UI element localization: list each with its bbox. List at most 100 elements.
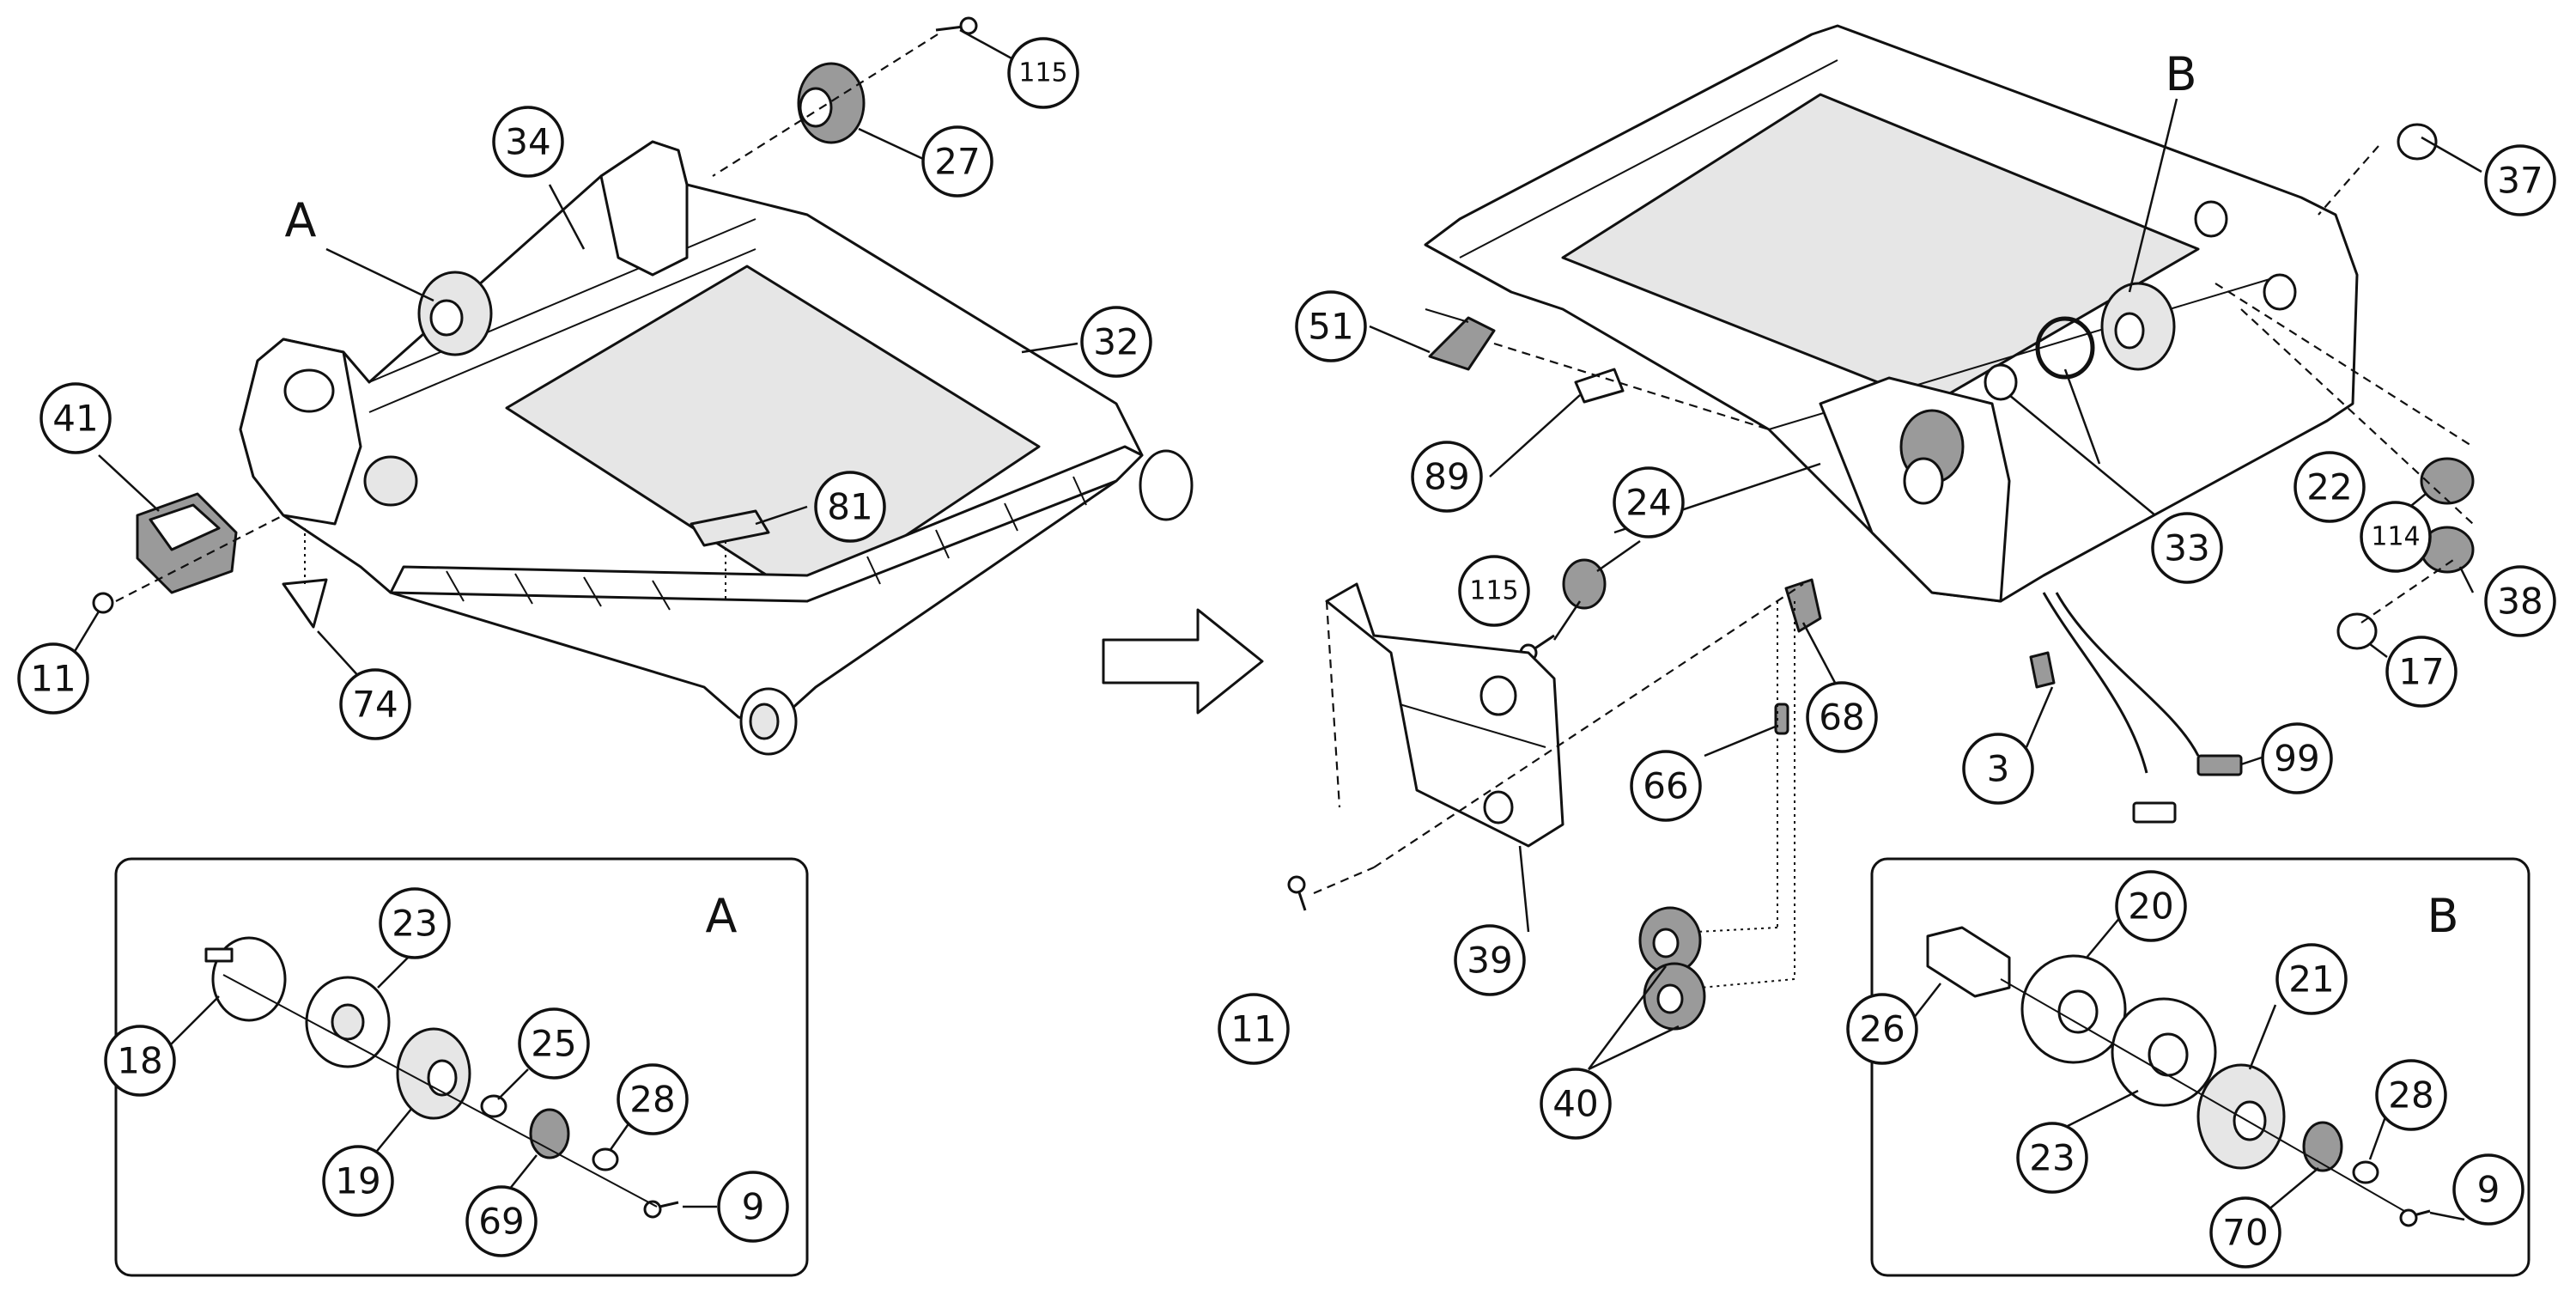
callout-27: 27 (921, 125, 993, 198)
callout-number: 21 (2288, 958, 2334, 1001)
callout-number: 9 (2477, 1169, 2500, 1211)
callout-69: 69 (465, 1185, 538, 1257)
callout-number: 26 (1859, 1008, 1905, 1050)
callout-circle (518, 1007, 590, 1080)
callout-number: 37 (2497, 160, 2543, 202)
callout-9a: 9 (717, 1171, 789, 1243)
callout-number: 3 (1987, 748, 2010, 790)
callout-number: 22 (2306, 466, 2352, 508)
callout-number: 89 (1424, 456, 1469, 498)
callout-21: 21 (2275, 943, 2348, 1015)
callout-circle (322, 1145, 394, 1217)
callout-circle (2261, 722, 2333, 794)
callout-circle (1630, 750, 1702, 822)
callout-circle (2375, 1059, 2447, 1131)
callout-circle (1411, 441, 1483, 513)
callout-circle (1080, 306, 1152, 378)
callout-99: 99 (2261, 722, 2333, 794)
callout-number: 70 (2222, 1212, 2268, 1254)
callout-number: 28 (2388, 1074, 2433, 1117)
callout-40: 40 (1540, 1068, 1612, 1140)
callout-39: 39 (1454, 924, 1526, 996)
callout-19: 19 (322, 1145, 394, 1217)
callout-number: 69 (478, 1201, 524, 1243)
callout-number: 20 (2128, 885, 2173, 928)
callout-number: 33 (2164, 527, 2209, 569)
callout-number: 25 (531, 1023, 576, 1065)
left-leader-lines (67, 28, 1078, 679)
callout-number: 23 (392, 903, 437, 945)
callout-number: 66 (1643, 765, 1688, 807)
callout-26: 26 (1846, 993, 1918, 1065)
callout-circle (17, 642, 89, 715)
callout-22: 22 (2293, 451, 2366, 523)
callout-89: 89 (1411, 441, 1483, 513)
callout-38: 38 (2484, 565, 2556, 637)
callout-number: 38 (2497, 581, 2543, 623)
callout-25: 25 (518, 1007, 590, 1080)
callout-number: 17 (2398, 651, 2444, 693)
callout-number: 11 (1230, 1008, 1276, 1050)
callout-circle (1806, 681, 1878, 753)
callout-circle (39, 382, 112, 454)
callout-number: 9 (742, 1186, 765, 1228)
assembly-arrow (1102, 608, 1264, 715)
detail-letter-a-main: A (285, 193, 317, 247)
callout-number: 28 (629, 1079, 675, 1121)
callout-number: 41 (52, 398, 98, 440)
callout-34: 34 (492, 106, 564, 178)
callout-circle (379, 887, 451, 959)
callout-70: 70 (2209, 1196, 2281, 1269)
callout-number: 74 (352, 684, 398, 726)
callout-115a: 115 (1007, 37, 1079, 109)
detail-letter-b-inset: B (2427, 889, 2458, 943)
callout-circle (1962, 733, 2034, 805)
callout-circle (921, 125, 993, 198)
callout-number: 23 (2029, 1137, 2075, 1179)
inset-detail-a (114, 857, 809, 1277)
callout-11b: 11 (1218, 993, 1290, 1065)
callout-number: 32 (1093, 321, 1139, 363)
callout-circle (1540, 1068, 1612, 1140)
callout-circle (617, 1063, 689, 1135)
callout-number: 99 (2274, 738, 2319, 780)
callout-circle (2484, 144, 2556, 216)
callout-66: 66 (1630, 750, 1702, 822)
callout-68: 68 (1806, 681, 1878, 753)
callout-number: 24 (1625, 482, 1671, 524)
callout-115b: 115 (1458, 555, 1530, 627)
left-frame-assembly (92, 16, 1194, 756)
callout-23b: 23 (2016, 1122, 2088, 1194)
callout-number: 114 (2371, 522, 2420, 552)
callout-number: 115 (1469, 576, 1518, 606)
callout-circle (2293, 451, 2366, 523)
callout-51: 51 (1295, 290, 1367, 362)
callout-number: 11 (30, 658, 76, 700)
callout-circle (2016, 1122, 2088, 1194)
callout-circle (814, 471, 886, 543)
callout-circle (1846, 993, 1918, 1065)
callout-number: 51 (1308, 306, 1353, 348)
callout-number: 39 (1467, 940, 1512, 982)
callout-circle (2151, 512, 2223, 584)
callout-circle (2452, 1153, 2524, 1226)
callout-3: 3 (1962, 733, 2034, 805)
callout-9b: 9 (2452, 1153, 2524, 1226)
callout-81: 81 (814, 471, 886, 543)
callout-17: 17 (2385, 636, 2458, 708)
callout-circle (2209, 1196, 2281, 1269)
detail-letter-b-main: B (2165, 47, 2196, 101)
callout-20: 20 (2115, 870, 2187, 942)
callout-74: 74 (339, 668, 411, 740)
callout-number: 19 (335, 1160, 380, 1202)
callout-circle (1454, 924, 1526, 996)
callout-number: 81 (827, 486, 872, 528)
callout-circle (1458, 555, 1530, 627)
callout-number: 18 (117, 1040, 162, 1082)
callout-32: 32 (1080, 306, 1152, 378)
callout-11a: 11 (17, 642, 89, 715)
callout-circle (2360, 501, 2432, 573)
callout-number: 27 (934, 141, 980, 183)
callout-circle (2115, 870, 2187, 942)
